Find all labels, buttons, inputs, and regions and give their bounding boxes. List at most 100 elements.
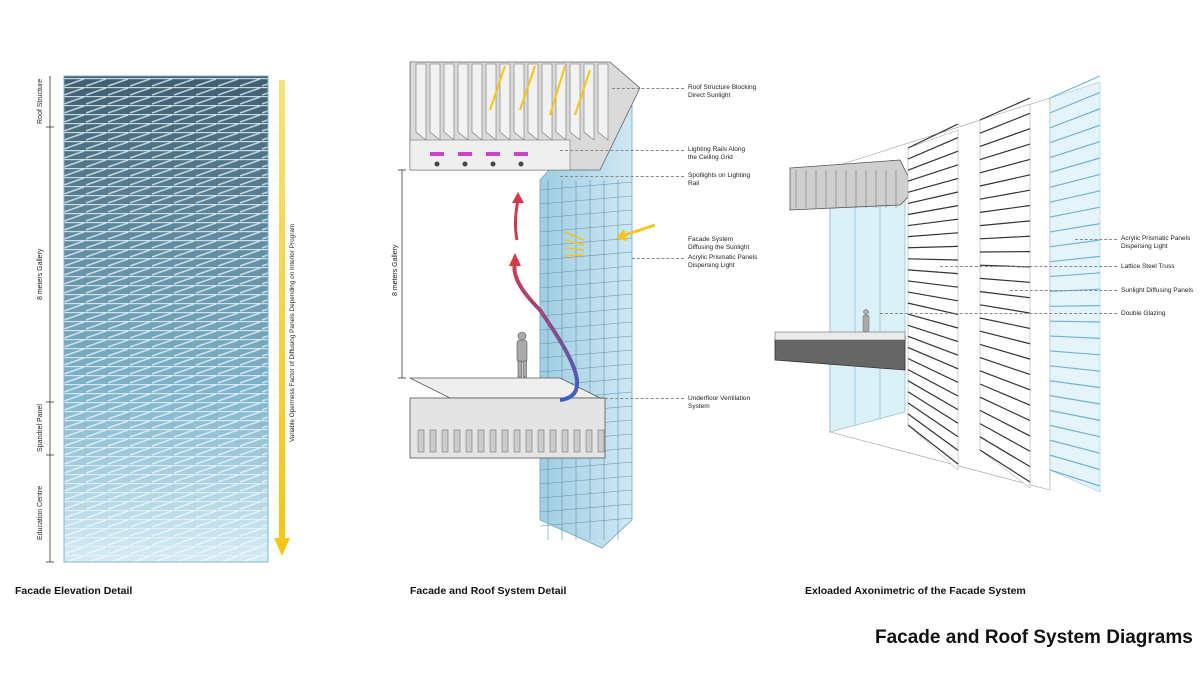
diffusing-panel xyxy=(63,402,85,411)
diffusing-panel xyxy=(63,519,85,528)
leader-line xyxy=(600,398,684,399)
diffusing-panel xyxy=(151,222,173,231)
diffusing-panel xyxy=(129,285,151,294)
diffusing-panel xyxy=(261,339,283,348)
elevation-row-line xyxy=(64,447,268,449)
diffusing-panel xyxy=(151,438,173,447)
diffusing-panel xyxy=(195,186,217,195)
truss-member xyxy=(907,391,959,424)
diffusing-panel xyxy=(107,105,129,114)
diffusing-panel xyxy=(261,132,283,141)
diffusing-panel xyxy=(979,409,1031,437)
elevation-row-line xyxy=(64,420,268,422)
slab-rib xyxy=(513,429,521,453)
diffusing-panel xyxy=(151,519,173,528)
diffusing-panel xyxy=(239,510,261,519)
diffusing-panel xyxy=(63,276,85,285)
diffusing-panel xyxy=(261,456,283,465)
diffusing-panel xyxy=(107,96,129,105)
diffusing-panel xyxy=(151,384,173,393)
elevation-row-line xyxy=(64,276,268,278)
caption-exploded-axonometric: Exloaded Axonimetric of the Facade Syste… xyxy=(805,585,1026,597)
diffusing-panel xyxy=(85,276,107,285)
diffusing-panel xyxy=(85,312,107,321)
diffusing-panel xyxy=(173,330,195,339)
diffusing-panel xyxy=(195,87,217,96)
diffused-sunlight-arrow xyxy=(564,247,585,251)
diffusing-panel xyxy=(173,474,195,483)
diffusing-panel xyxy=(63,204,85,213)
diffusing-panel xyxy=(217,519,239,528)
diffusing-panel xyxy=(173,339,195,348)
diffusing-panel xyxy=(63,537,85,546)
elevation-row-line xyxy=(64,456,268,458)
diffusing-panel xyxy=(217,366,239,375)
diffusing-panel xyxy=(217,249,239,258)
diffusing-panel xyxy=(217,456,239,465)
diffusing-panel xyxy=(173,87,195,96)
diffusing-panel xyxy=(151,285,173,294)
slab-rib xyxy=(429,429,437,453)
diffusing-panel xyxy=(151,303,173,312)
diffusing-panel xyxy=(151,240,173,249)
lighting-rail xyxy=(514,152,528,156)
diffusing-panel xyxy=(195,528,217,537)
elevation-row-line xyxy=(64,195,268,197)
diffusing-panel xyxy=(107,141,129,150)
diffusing-panel xyxy=(63,87,85,96)
diffusing-panel xyxy=(129,519,151,528)
diffusing-panel xyxy=(151,132,173,141)
diffusing-panel xyxy=(261,168,283,177)
truss-member xyxy=(907,123,959,149)
diffusing-panel xyxy=(129,357,151,366)
diffusing-panel xyxy=(261,411,283,420)
diffusing-panel xyxy=(239,240,261,249)
diffusing-panel xyxy=(129,456,151,465)
diffusing-panel xyxy=(129,132,151,141)
truss-member xyxy=(907,324,959,343)
diffusing-panel xyxy=(173,168,195,177)
diffusing-panel xyxy=(107,213,129,222)
leader-line xyxy=(1010,290,1117,291)
lattice-steel-truss-layer xyxy=(907,129,959,471)
diffusing-panel xyxy=(195,483,217,492)
diffusing-panel xyxy=(239,78,261,87)
diffusing-panel xyxy=(129,339,151,348)
elevation-row-line xyxy=(64,402,268,404)
sunlight-arrow xyxy=(549,65,566,116)
diffusing-panel xyxy=(217,402,239,411)
diffusing-panel xyxy=(217,105,239,114)
acrylic-panel xyxy=(1049,255,1101,263)
diffusing-panel xyxy=(261,402,283,411)
diffusing-panel xyxy=(63,429,85,438)
diffusing-panel xyxy=(63,393,85,402)
diffusing-panel xyxy=(129,501,151,510)
diffusing-panel xyxy=(85,240,107,249)
diffusing-panel xyxy=(261,438,283,447)
diffusing-panel xyxy=(261,321,283,330)
diffusing-panel xyxy=(195,114,217,123)
diffusing-panel xyxy=(151,87,173,96)
diffusing-panel xyxy=(195,537,217,546)
truss-member xyxy=(907,218,959,227)
annotation-roof-structure: Roof Structure Blocking Direct Sunlight xyxy=(688,84,757,99)
truss-member xyxy=(907,150,959,171)
diffusing-panel xyxy=(107,519,129,528)
diffusing-panel xyxy=(173,114,195,123)
diffusing-panel xyxy=(217,168,239,177)
diffusing-panel xyxy=(239,348,261,357)
elevation-row-line xyxy=(64,339,268,341)
diffusing-panel xyxy=(63,411,85,420)
wall-grid-line xyxy=(539,265,633,275)
diffusing-panel xyxy=(239,195,261,204)
diffusing-panel xyxy=(979,449,1031,483)
diffusing-panel xyxy=(85,249,107,258)
diffusing-panel xyxy=(129,258,151,267)
leader-line xyxy=(880,313,1117,314)
diffusing-panel xyxy=(85,492,107,501)
diffusing-panel xyxy=(979,204,1031,213)
elevation-row-line xyxy=(64,78,268,80)
slab-rib xyxy=(489,429,497,453)
wall-grid-line xyxy=(539,237,633,247)
